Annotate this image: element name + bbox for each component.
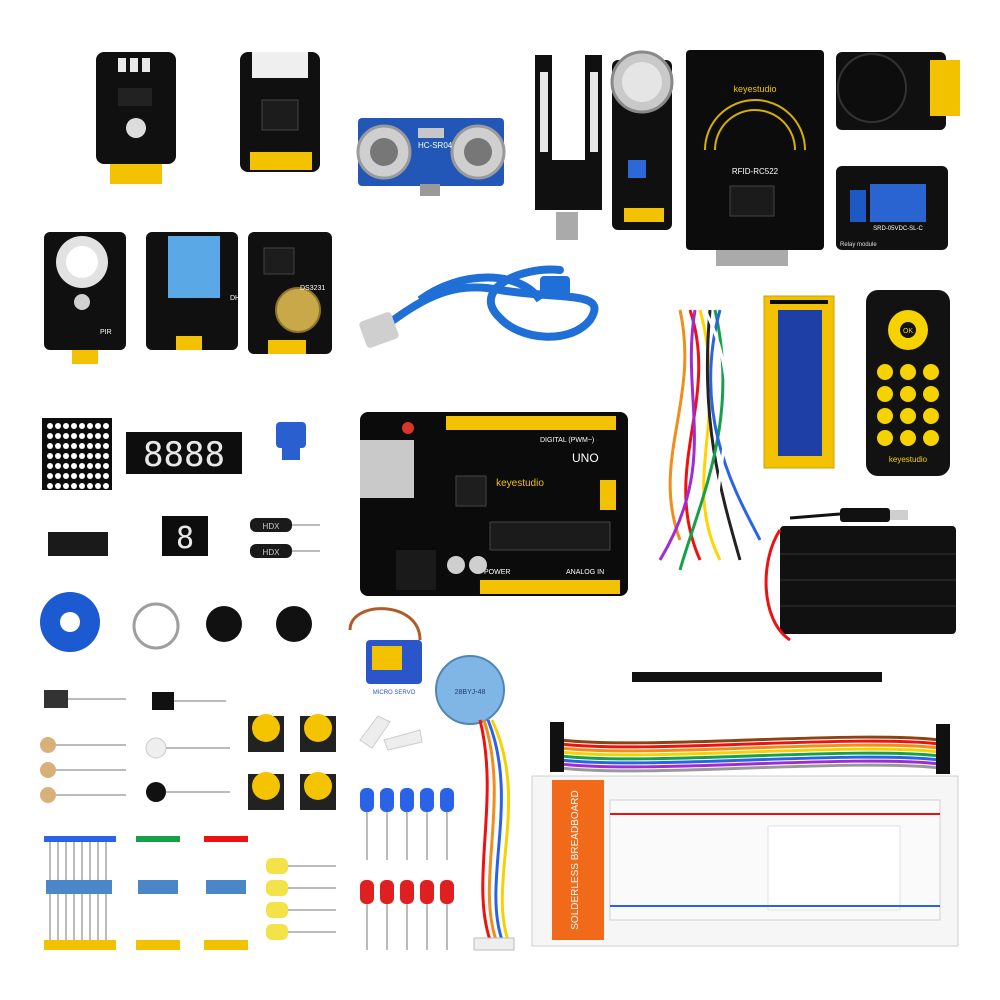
cap-label-2: HDX	[263, 548, 281, 557]
blue-leds	[360, 788, 454, 860]
rfid-keyfob	[40, 592, 180, 652]
remote-ok: OK	[903, 328, 913, 335]
capacitors: HDX HDX	[250, 518, 320, 558]
relay-module: SRD-05VDC-SL-C Relay module	[836, 166, 948, 250]
pir-sensor: PIR	[44, 232, 126, 364]
single-digit-text: 8	[176, 521, 194, 556]
breadboard-package: SOLDERLESS BREADBOARD	[531, 775, 959, 947]
remote-keypad	[877, 364, 939, 446]
yellow-leds	[266, 858, 336, 940]
ir-receiver	[44, 690, 126, 708]
driver-module	[240, 52, 320, 172]
uno-analog: ANALOG IN	[566, 569, 604, 576]
cap-label-1: HDX	[263, 522, 281, 531]
jumper-wire-bundle	[658, 309, 762, 581]
relay-label: Relay module	[840, 242, 877, 248]
dupont-ribbon-cable	[550, 722, 950, 774]
rfid-module: keyestudio RFID-RC522	[686, 50, 824, 266]
breadboard-label: SOLDERLESS BREADBOARD	[570, 790, 581, 930]
uno-label: UNO	[572, 451, 599, 465]
ultrasonic-label: HC-SR04	[418, 141, 453, 150]
transistor	[152, 692, 226, 710]
rfid-brand: keyestudio	[733, 84, 776, 94]
four-digit-text: 8888	[143, 435, 225, 475]
pir-label: PIR	[100, 329, 112, 336]
ir-remote: OK keyestudio	[866, 290, 950, 476]
uno-board: keyestudio UNO DIGITAL (PWM~) POWER ANAL…	[360, 412, 628, 596]
buzzers	[206, 606, 312, 642]
uno-power: POWER	[484, 569, 510, 576]
stepper-motor: 28BYJ-48	[435, 655, 515, 951]
rgb-led	[145, 737, 230, 759]
single-digit-display: 8	[162, 516, 208, 556]
uno-brand: keyestudio	[496, 478, 544, 489]
resistor-strip-3	[204, 836, 248, 950]
resistor-strip-2	[136, 836, 180, 950]
four-digit-display: 8888	[126, 432, 242, 475]
photoresistors	[40, 737, 126, 803]
rtc-label: DS3231	[300, 285, 325, 292]
battery-holder	[764, 508, 956, 642]
servo-label: MICRO SERVO	[373, 690, 416, 696]
servo-horns	[359, 715, 423, 751]
soil-moisture-sensor	[535, 55, 602, 240]
push-buttons	[248, 714, 336, 810]
micro-servo: MICRO SERVO	[348, 607, 422, 696]
dht11-sensor: DHT11 Sensor	[146, 232, 276, 350]
ir-led	[146, 782, 230, 802]
led-dot-matrix	[42, 418, 112, 490]
uno-digital: DIGITAL (PWM~)	[540, 437, 594, 444]
joystick-module	[836, 52, 960, 130]
resistor-strip-1	[44, 836, 116, 950]
sensor-module-1	[96, 52, 176, 184]
rtc-module: DS3231	[248, 232, 332, 354]
remote-brand: keyestudio	[889, 455, 928, 464]
gas-sensor	[610, 50, 674, 230]
ultrasonic-sensor: HC-SR04	[356, 118, 506, 196]
usb-cable	[359, 265, 599, 348]
ic-chip	[48, 532, 108, 556]
pin-header	[632, 672, 882, 682]
relay-spec: SRD-05VDC-SL-C	[873, 226, 923, 232]
red-leds	[360, 880, 454, 950]
potentiometer	[276, 422, 306, 460]
lcd-display	[763, 295, 835, 469]
rfid-label: RFID-RC522	[732, 167, 779, 176]
stepper-label: 28BYJ-48	[455, 689, 486, 696]
